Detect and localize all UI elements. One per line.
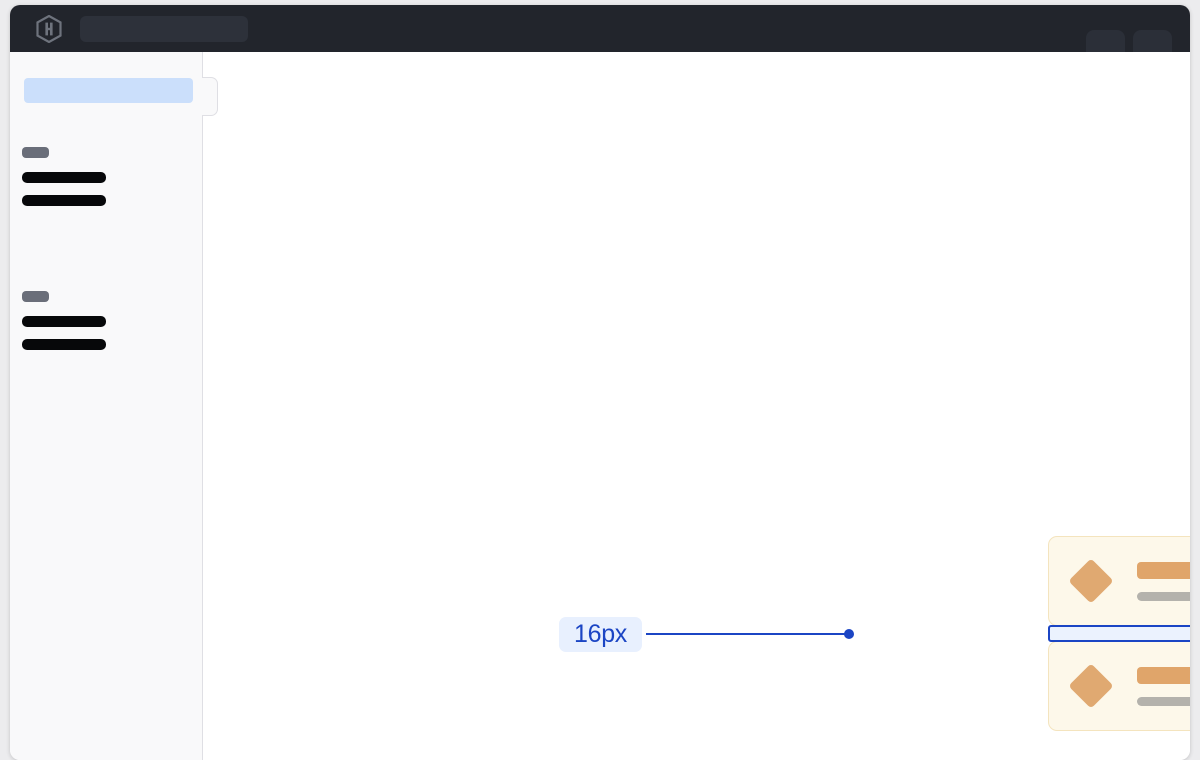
card-title-skeleton [1137, 561, 1190, 579]
card-text-lines [1137, 666, 1190, 706]
sidebar [10, 52, 203, 760]
card-subtitle-skeleton [1137, 696, 1190, 706]
sidebar-item-skeleton[interactable] [22, 195, 106, 206]
main-content-area: 16px [203, 52, 1190, 760]
sidebar-group-label-skeleton [22, 147, 49, 158]
hashicorp-hexagon-logo-icon[interactable] [36, 14, 62, 43]
skeleton-card[interactable] [1048, 641, 1190, 731]
sidebar-group-0 [22, 147, 106, 218]
card-title-skeleton [1137, 666, 1190, 684]
measurement-leader-line [646, 633, 849, 635]
diamond-icon [1068, 558, 1114, 604]
card-text-lines [1137, 561, 1190, 601]
sidebar-item-skeleton[interactable] [22, 172, 106, 183]
spacing-measurement-region [1048, 625, 1190, 642]
skeleton-card[interactable] [1048, 536, 1190, 626]
app-window: 16px [10, 5, 1190, 760]
app-header [10, 5, 1190, 58]
sidebar-item-skeleton[interactable] [22, 316, 106, 327]
measurement-endpoint-dot [844, 629, 854, 639]
header-right-controls [1086, 5, 1172, 58]
sidebar-item-selected[interactable] [24, 78, 193, 103]
diamond-icon [1068, 663, 1114, 709]
header-search-input[interactable] [80, 15, 248, 42]
sidebar-collapse-toggle[interactable] [202, 77, 218, 116]
sidebar-group-label-skeleton [22, 291, 49, 302]
sidebar-group-1 [22, 291, 106, 362]
sidebar-item-skeleton[interactable] [22, 339, 106, 350]
measurement-value-badge: 16px [559, 617, 642, 652]
card-subtitle-skeleton [1137, 591, 1190, 601]
